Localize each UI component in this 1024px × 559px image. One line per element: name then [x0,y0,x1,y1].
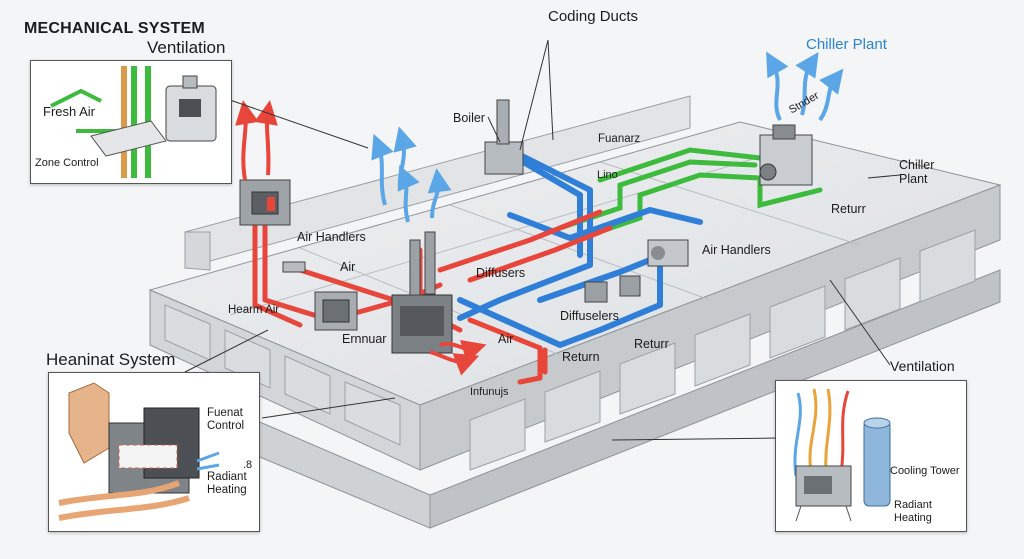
boiler-label: Boiler [453,111,485,125]
diffuser-units [282,261,641,303]
heating-system-inset: Fuenat Control .8 Radiant Heating [48,372,260,532]
chiller-plant-title: Chiller Plant [806,36,887,53]
fresh-air-label: Fresh Air [43,104,96,119]
infunujs-label: Infunujs [470,386,509,398]
cool-air-arrows [371,51,844,223]
zone-control-label: Zone Control [35,157,99,169]
air-handler-unit-left [239,179,291,226]
air-handlers-left-label: Air Handlers [297,230,366,244]
air-label-1: Air [340,260,356,274]
heating-system-title: Heaninat System [46,350,176,369]
ventilation-title: Ventilation [147,38,226,57]
ernnuar-label: Ernnuar [342,332,387,346]
air-handler-unit-mid [314,291,358,331]
building-structure [148,95,1002,529]
heating-system-illustration [58,382,220,521]
main-title: MECHANICAL SYSTEM [24,20,205,37]
air-handler-unit-right [647,239,689,267]
hearm-air-label: Hearm Air [228,304,280,316]
return-lower-label: Returr [634,337,669,351]
stray-mark: .8 [243,459,253,471]
chiller-unit [759,124,813,186]
cooling-tower-label: Cooling Tower [890,465,960,477]
fuenat-control-label: Fuenat Control [207,407,245,433]
diffusers-label-2: Diffuselers [560,309,619,323]
radiant-heating-right-label: Radiant Heating [894,499,932,524]
ventilation-inset-illustration [50,66,217,178]
air-handlers-right-label: Air Handlers [702,243,771,257]
air-label-2: Air [498,332,514,346]
return-right-label: Returr [831,202,866,216]
fuanarz-label: Fuanarz [598,133,641,145]
hot-air-arrows [235,100,487,376]
ventilation-inset: Fresh Air Zone Control [30,60,232,184]
return-mid-label: Return [562,350,600,364]
lino-label: Lino [597,169,618,181]
coding-ducts-title: Coding Ducts [548,8,639,25]
leader-lines [184,39,901,441]
chiller-plant-label: Chiller Plant [899,158,935,187]
boiler-unit [484,99,524,175]
ventilation-right-label: Ventilation [890,358,955,374]
red-heating-duct [252,202,613,385]
cooling-tower-illustration [793,388,891,522]
ventilation-right-inset: Cooling Tower Radiant Heating [775,380,967,532]
diffusers-label-1: Diffusers [476,266,526,280]
radiant-heating-left-label: Radiant Heating [207,471,247,497]
